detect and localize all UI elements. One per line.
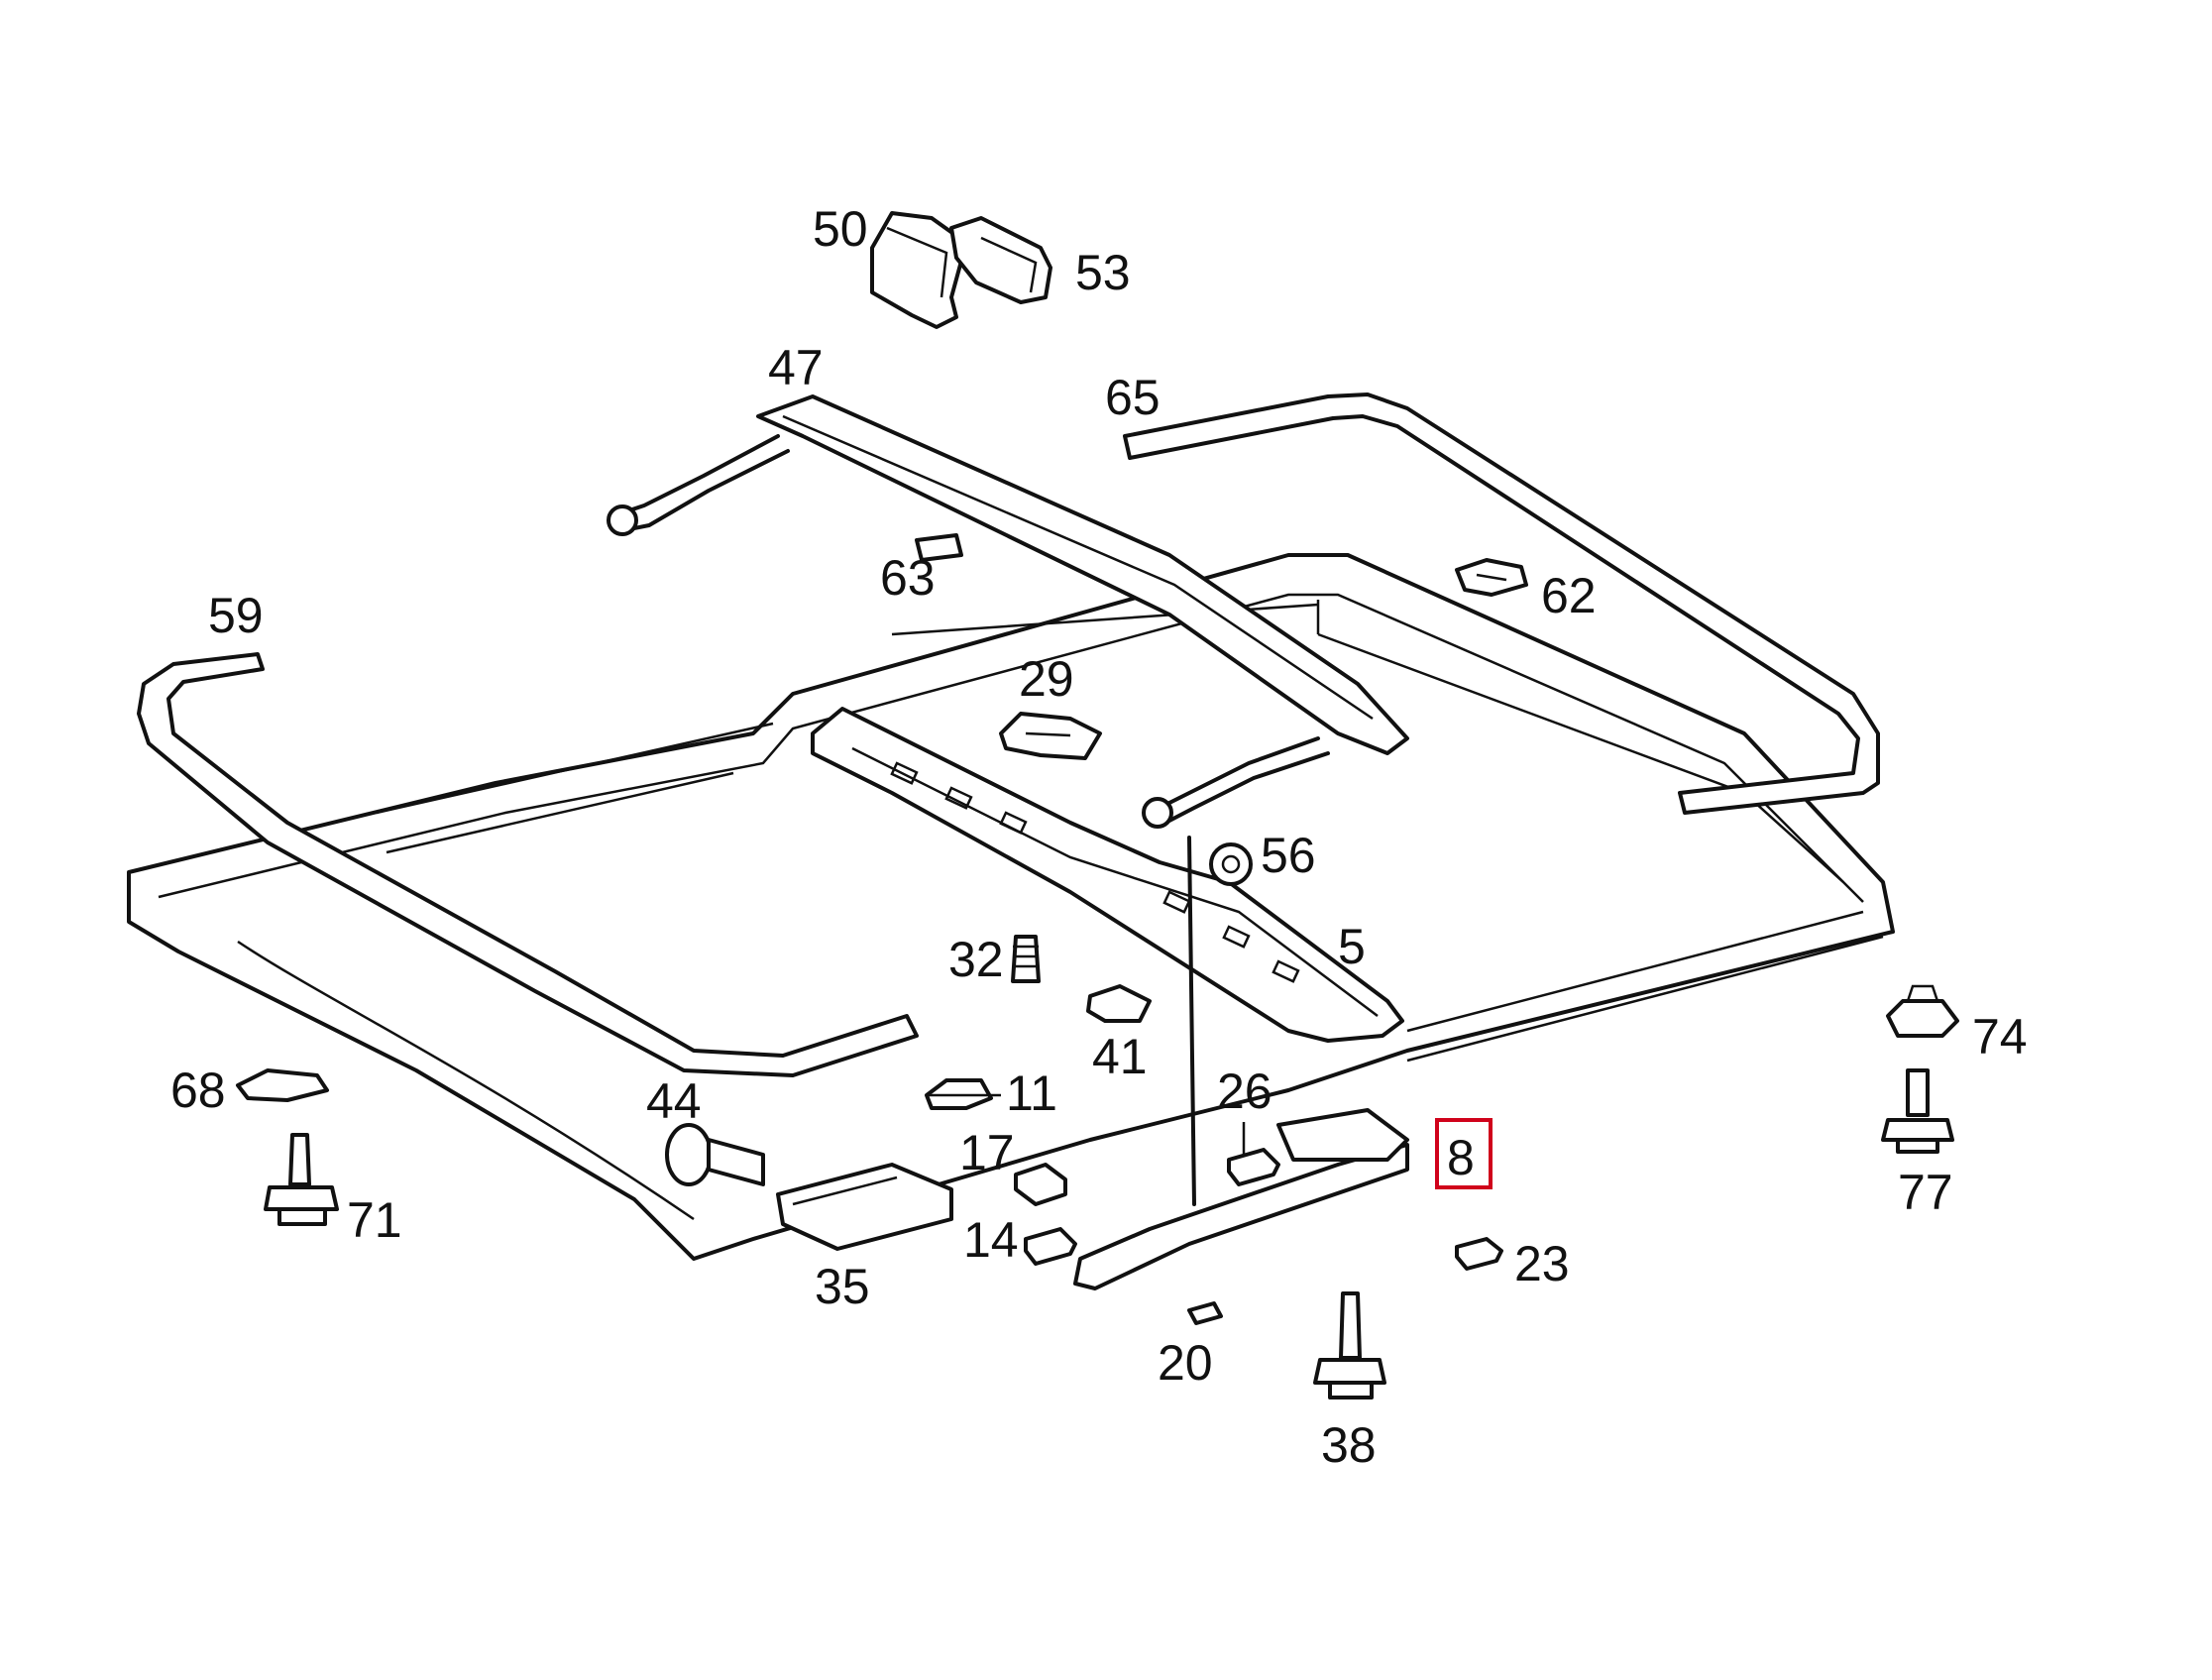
callout-14: 14	[963, 1212, 1019, 1268]
part-71-screw	[264, 1133, 339, 1226]
part-77-bolt	[1881, 1068, 1954, 1154]
part-29-clip	[999, 712, 1102, 760]
callout-labels: 50 53 47 65 63 62 59 29 56 5 32 41 74 68…	[170, 201, 2028, 1473]
leader-lines	[927, 600, 1320, 1155]
callout-44: 44	[646, 1073, 702, 1129]
callout-23: 23	[1514, 1236, 1570, 1291]
callout-17: 17	[959, 1125, 1015, 1180]
callout-29: 29	[1019, 651, 1074, 707]
part-14-pad	[1024, 1227, 1077, 1266]
part-74-nut-clip	[1886, 984, 1959, 1038]
callout-11: 11	[1006, 1065, 1057, 1121]
callout-53: 53	[1075, 245, 1131, 300]
callout-50: 50	[813, 201, 868, 257]
part-8-guide-rail	[1073, 1108, 1409, 1290]
callout-5: 5	[1338, 919, 1366, 974]
callout-32: 32	[948, 932, 1004, 987]
part-62-clip	[1455, 558, 1528, 597]
callout-26: 26	[1217, 1064, 1272, 1119]
part-17-pad	[1014, 1163, 1067, 1206]
part-5-cross-member	[811, 707, 1404, 1043]
highlight-box	[1435, 1118, 1493, 1189]
drive-cable	[1187, 836, 1196, 1206]
callout-63: 63	[880, 550, 936, 606]
part-56-grommet	[1209, 842, 1253, 886]
part-50-clip	[870, 211, 968, 329]
part-23-pad	[1455, 1237, 1503, 1271]
callout-47: 47	[768, 340, 824, 395]
part-38-screw	[1313, 1291, 1386, 1400]
callout-56: 56	[1261, 828, 1316, 883]
part-59-front-seal	[137, 652, 919, 1077]
roof-frame-outline	[127, 553, 1895, 1261]
part-47-front-rail	[607, 394, 1409, 829]
callout-65: 65	[1105, 370, 1161, 425]
callout-62: 62	[1541, 568, 1597, 623]
callout-41: 41	[1092, 1029, 1148, 1084]
part-63-pad	[915, 533, 963, 562]
part-26-pad	[1227, 1148, 1280, 1186]
part-20-pad	[1187, 1301, 1223, 1325]
part-44-bolt	[665, 1123, 765, 1186]
part-35-bracket	[776, 1163, 953, 1251]
part-32-spring	[1011, 935, 1041, 983]
part-68-clip	[236, 1068, 329, 1102]
callout-35: 35	[815, 1259, 870, 1314]
part-65-rear-seal	[1123, 392, 1880, 815]
callout-74: 74	[1972, 1009, 2028, 1064]
part-41-clip	[1086, 984, 1152, 1023]
callout-77: 77	[1898, 1165, 1953, 1220]
callout-8: 8	[1447, 1130, 1475, 1185]
part-53-clip	[949, 216, 1052, 304]
callout-20: 20	[1158, 1335, 1213, 1391]
callout-71: 71	[347, 1192, 402, 1248]
callout-38: 38	[1321, 1417, 1377, 1473]
callout-59: 59	[208, 588, 264, 643]
callout-68: 68	[170, 1063, 226, 1118]
